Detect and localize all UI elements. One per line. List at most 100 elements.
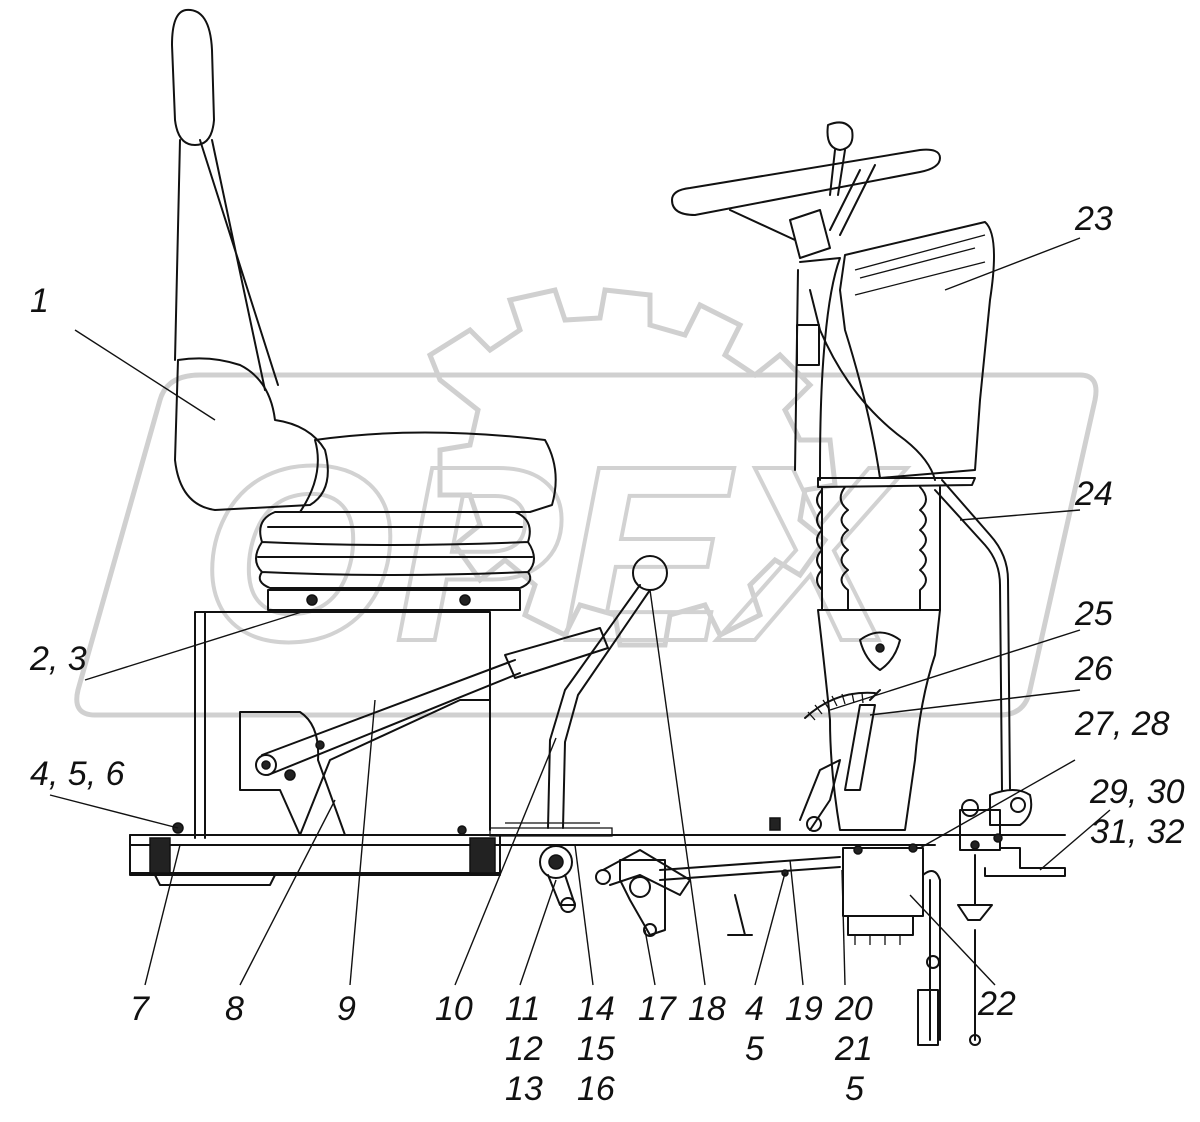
seat-frame — [194, 611, 609, 839]
lever-arm-12 — [547, 874, 576, 906]
label-4: 4 — [745, 990, 764, 1028]
label-27-28: 27, 28 — [1074, 705, 1170, 743]
label-7: 7 — [130, 990, 150, 1028]
callout-labels: 1 2, 3 4, 5, 6 7 8 9 10 11 12 13 14 15 1… — [29, 200, 1185, 1108]
leader-8 — [239, 799, 336, 986]
seat-backrest-strap — [174, 139, 279, 391]
steering-wheel — [671, 148, 941, 216]
leader-23 — [944, 237, 1081, 291]
label-24: 24 — [1074, 475, 1113, 513]
pulley-28 — [961, 799, 979, 817]
pump-bolt-20 — [853, 845, 863, 855]
link-bracket-19 — [727, 894, 753, 936]
leader-lines — [49, 237, 1111, 986]
seat-bolt-right — [459, 594, 471, 606]
leader-25 — [829, 629, 1081, 711]
seat-box — [194, 611, 491, 839]
label-18: 18 — [688, 990, 726, 1028]
label-5b: 5 — [845, 1070, 864, 1108]
gas-spring-cylinder — [504, 627, 609, 679]
seat-backrest — [174, 357, 329, 511]
bolt-30 — [993, 833, 1003, 843]
valve-29-port — [1010, 797, 1026, 813]
label-16: 16 — [577, 1070, 615, 1108]
label-26: 26 — [1074, 650, 1113, 688]
pivot-9-center — [261, 760, 271, 770]
seat-plate — [267, 589, 521, 611]
gas-spring-rod — [261, 659, 521, 776]
label-19: 19 — [785, 990, 823, 1028]
bolt-base-right — [457, 825, 467, 835]
label-29-30: 29, 30 — [1089, 773, 1185, 811]
joint-19 — [806, 816, 822, 832]
pivot-9 — [255, 754, 277, 776]
lever-pivot-11 — [539, 845, 573, 879]
column-emblem-center — [875, 643, 885, 653]
lever-end-13 — [560, 897, 576, 913]
leader-4-5-6 — [49, 794, 179, 829]
right-assembly — [934, 479, 1066, 1046]
pump-bolts — [854, 935, 901, 945]
plate-31 — [984, 847, 1066, 877]
drag-link — [922, 870, 941, 1041]
column-cable — [809, 289, 936, 481]
label-25: 25 — [1074, 595, 1113, 633]
label-12: 12 — [505, 1030, 543, 1068]
pedal-32 — [957, 854, 993, 921]
leader-29-32 — [1039, 809, 1111, 871]
base-foot-7 — [154, 874, 276, 886]
leader-19 — [789, 859, 804, 986]
wheel-spokes — [729, 164, 876, 241]
label-13: 13 — [505, 1070, 543, 1108]
watermark-frame — [74, 372, 1099, 718]
dashboard-panel — [854, 234, 986, 296]
sector-25-teeth — [807, 692, 864, 721]
joint-17 — [643, 923, 657, 937]
leader-24 — [959, 509, 1081, 521]
bolt-19 — [769, 817, 781, 831]
floor-line — [129, 834, 1066, 874]
joint-16 — [629, 876, 651, 898]
leader-18 — [649, 589, 706, 986]
valve-29 — [989, 789, 1033, 826]
column-switch — [796, 324, 820, 366]
label-11: 11 — [505, 990, 540, 1028]
pump-bolt-27 — [908, 843, 918, 853]
joint-14 — [595, 869, 611, 885]
label-10: 10 — [435, 990, 473, 1028]
column-emblem — [859, 631, 901, 671]
leader-11 — [519, 879, 557, 986]
seat-bellows — [255, 511, 535, 589]
label-23: 23 — [1074, 200, 1113, 238]
leader-7 — [144, 844, 181, 986]
watermark-text: OPEX — [200, 414, 908, 693]
lever-pivot-11-center — [548, 854, 564, 870]
leader-1 — [74, 329, 216, 421]
column-shroud-lower — [817, 477, 976, 488]
leader-17 — [644, 929, 656, 986]
label-20: 20 — [834, 990, 873, 1028]
leader-26 — [869, 689, 1081, 716]
lever-rod-18 — [547, 584, 651, 829]
pump-flange — [847, 915, 914, 936]
leader-20 — [841, 869, 846, 986]
drag-link-end — [917, 989, 939, 1046]
dashboard-23 — [839, 221, 995, 479]
leader-9 — [349, 699, 376, 986]
base-block-right — [469, 837, 496, 874]
column-bellows-right — [919, 486, 941, 611]
linkage — [595, 849, 841, 937]
label-9: 9 — [337, 990, 356, 1028]
leader-2-3 — [84, 609, 309, 681]
seat — [171, 8, 557, 611]
bolt-9a — [284, 769, 296, 781]
column-bellows-left — [816, 486, 849, 611]
bolt-9b — [315, 740, 325, 750]
base-frame — [129, 822, 1066, 886]
label-1: 1 — [30, 282, 49, 320]
label-8: 8 — [225, 990, 244, 1028]
drag-link-joint — [926, 955, 940, 969]
seat-bolt-left — [306, 594, 318, 606]
